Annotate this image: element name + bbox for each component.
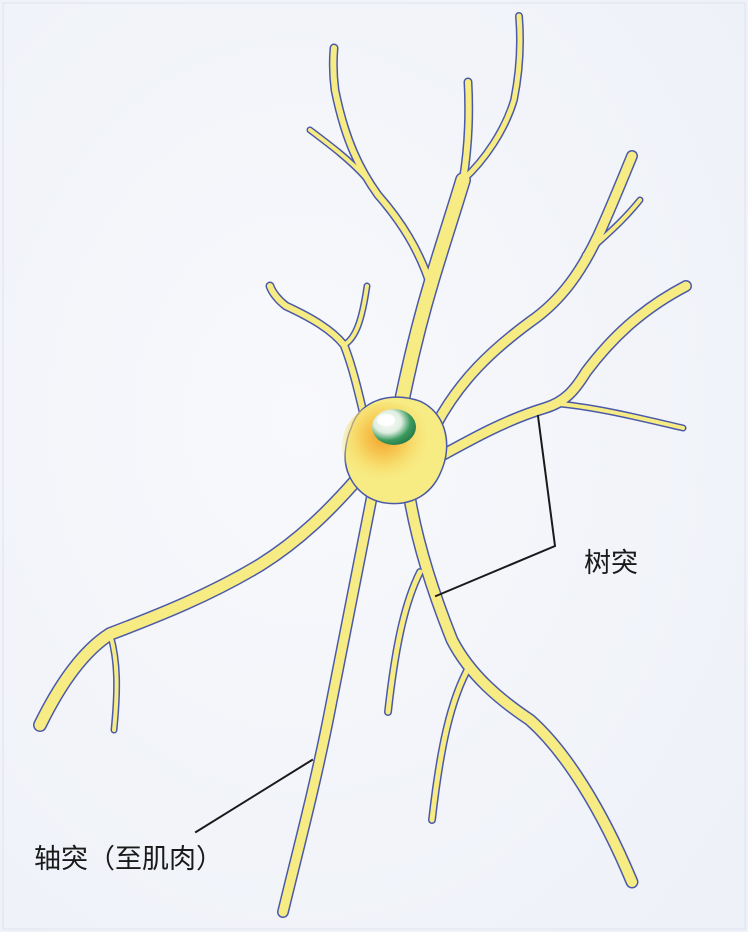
dendrite-label: 树突: [584, 548, 638, 579]
dendrite-left: [34, 472, 364, 731]
dendrite-lower-right: [403, 483, 637, 887]
dendrite-apical-left: [330, 45, 435, 293]
dendrite-upper-right: [431, 151, 637, 430]
dendrite-right-twig: [558, 402, 685, 430]
nucleus-highlight: [377, 414, 395, 426]
neuron-body: [34, 13, 691, 917]
dendrite-lower-left-twig: [385, 569, 423, 715]
dendrite-left-twig: [108, 632, 119, 732]
dendrite-bracket-line: [434, 414, 557, 598]
leader-lines: [194, 414, 557, 834]
dendrite-apical-upper: [460, 79, 472, 183]
nucleus: [372, 409, 416, 445]
dendrite-apical-right: [460, 13, 523, 183]
dendrite-apical-trunk: [393, 173, 470, 417]
dendrite-right: [425, 281, 691, 467]
dendrite-upper-left-twig: [342, 284, 369, 347]
dendrite-upper-right-twig: [583, 198, 642, 257]
axon-label: 轴突（至肌肉）: [34, 844, 223, 875]
axon-leader-line: [194, 758, 314, 834]
dendrite-lower-right-twig: [429, 662, 473, 823]
cell-body: [342, 396, 448, 505]
axon: [278, 491, 377, 917]
dendrite-apical-left-twig: [308, 128, 368, 180]
dendrite-upper-left: [267, 283, 368, 423]
